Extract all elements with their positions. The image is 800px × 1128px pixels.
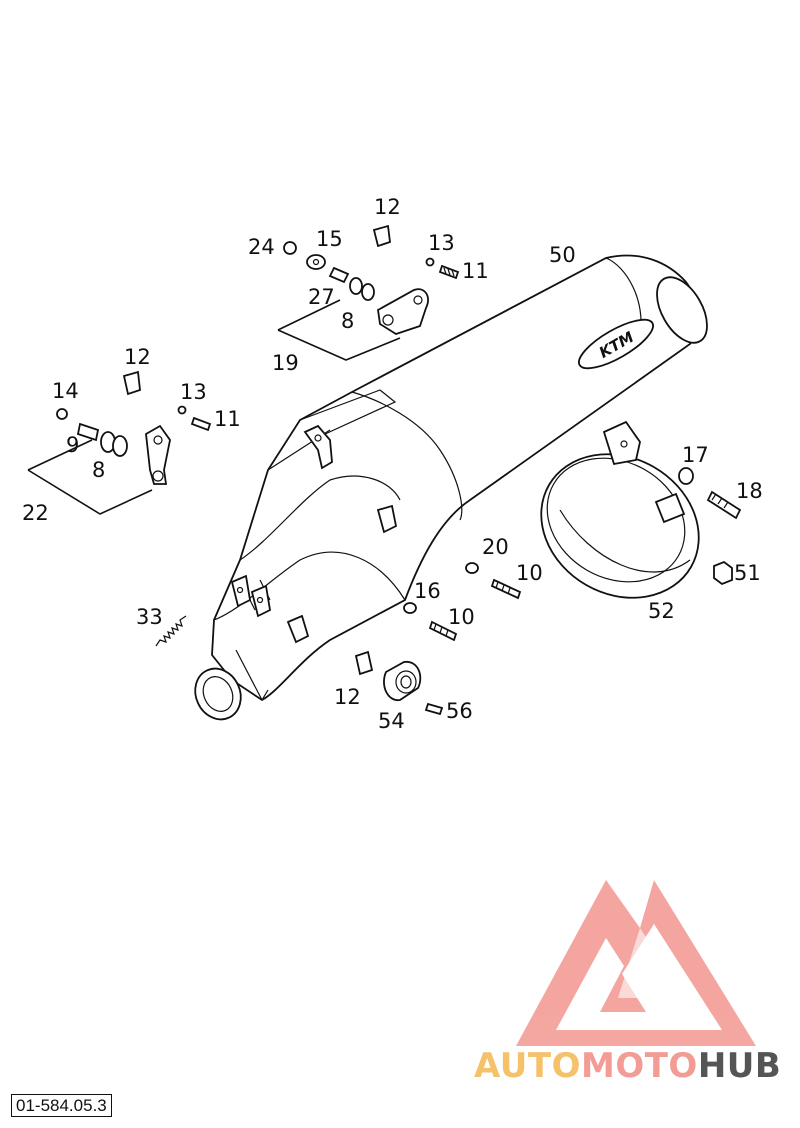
watermark-logo <box>516 880 756 1046</box>
callout-label: 12 <box>334 685 361 709</box>
lower-small-parts <box>155 467 742 716</box>
callout-label: 17 <box>682 443 709 467</box>
watermark-auto: AUTO <box>474 1046 581 1086</box>
callout-label: 12 <box>124 345 151 369</box>
callout-label: 27 <box>308 285 335 309</box>
svg-text:AUTOMOTOHUB: AUTOMOTOHUB <box>474 1046 781 1086</box>
callout-labels: 12 24 15 13 11 50 27 8 19 12 14 13 11 9 … <box>22 195 763 733</box>
callout-label: 18 <box>736 479 763 503</box>
callout-label: 8 <box>92 458 105 482</box>
upper-bracket-group-19 <box>277 224 460 361</box>
callout-label: 13 <box>180 380 207 404</box>
muffler-body-part-50: KTM <box>194 254 708 721</box>
callout-label: 22 <box>22 501 49 525</box>
callout-label: 9 <box>66 433 79 457</box>
callout-label: 24 <box>248 235 275 259</box>
callout-label: 8 <box>341 309 354 333</box>
callout-label: 16 <box>414 579 441 603</box>
watermark-moto: MOTO <box>581 1046 698 1086</box>
left-bracket-group-22 <box>27 370 212 515</box>
drawing-code: 01-584.05.3 <box>11 1094 112 1117</box>
callout-label: 19 <box>272 351 299 375</box>
watermark-hub: HUB <box>698 1046 781 1086</box>
callout-label: 54 <box>378 709 405 733</box>
callout-label: 11 <box>214 407 241 431</box>
callout-label: 15 <box>316 227 343 251</box>
callout-label: 10 <box>448 605 475 629</box>
watermark-text: AUTOMOTOHUB <box>474 1046 781 1086</box>
clamp-band-part-52 <box>540 420 700 599</box>
callout-label: 56 <box>446 699 473 723</box>
callout-label: 13 <box>428 231 455 255</box>
watermark-triangle-icon <box>516 880 756 1046</box>
callout-label: 52 <box>648 599 675 623</box>
callout-label: 14 <box>52 379 79 403</box>
callout-label: 33 <box>136 605 163 629</box>
callout-label: 10 <box>516 561 543 585</box>
callout-label: 20 <box>482 535 509 559</box>
callout-label: 11 <box>462 259 489 283</box>
callout-label: 51 <box>734 561 761 585</box>
callout-label: 50 <box>549 243 576 267</box>
callout-label: 12 <box>374 195 401 219</box>
